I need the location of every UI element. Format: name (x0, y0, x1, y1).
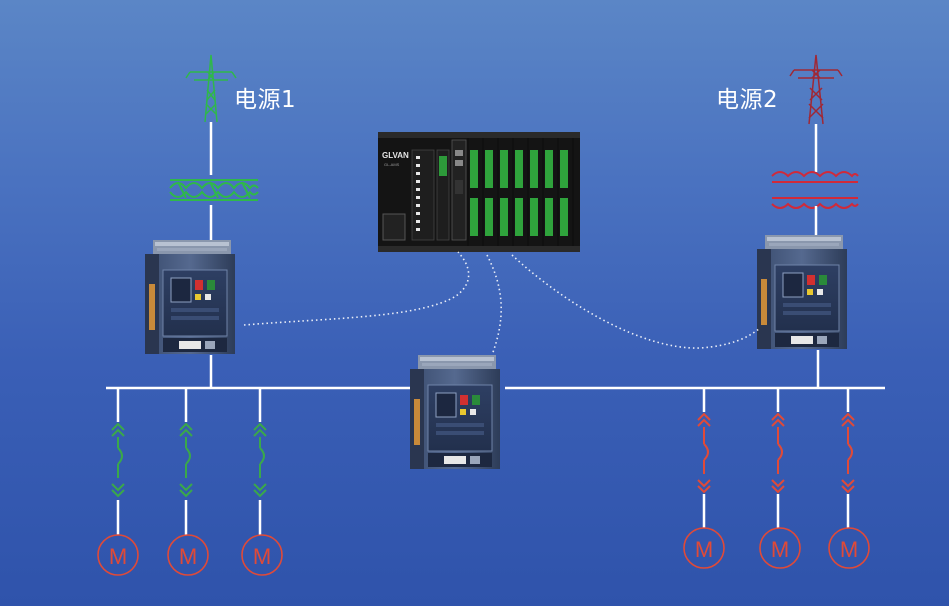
load-feeder-left-1[interactable]: M (97, 388, 139, 576)
source-2-label: 电源2 (716, 87, 779, 113)
motor-3-label: M (253, 544, 271, 569)
load-feeder-left-3[interactable]: M (241, 388, 283, 576)
motor-6-label: M (840, 537, 858, 562)
bus-tie-breaker[interactable] (409, 354, 501, 470)
load-feeder-left-2[interactable]: M (167, 388, 209, 576)
source-1-label: 电源1 (234, 87, 297, 113)
comm-links (243, 251, 761, 356)
breaker-2[interactable] (756, 234, 848, 350)
motor-2-icon (167, 534, 209, 576)
motor-5-icon (759, 527, 801, 569)
motor-4-label: M (695, 537, 713, 562)
controller-model: GL-AMS (384, 162, 400, 167)
motor-1-label: M (109, 544, 127, 569)
controller-unit[interactable]: GLVAN GL-AMS (378, 132, 580, 252)
load-feeder-right-2[interactable]: M (759, 388, 801, 569)
load-feeder-right-3[interactable]: M (828, 388, 870, 569)
motor-6-icon (828, 527, 870, 569)
transformer-1-icon (169, 179, 259, 201)
comm-link-breaker-1 (243, 251, 470, 326)
motor-2-label: M (179, 544, 197, 569)
tower-2-icon (789, 54, 843, 125)
transformer-2-icon (771, 171, 859, 209)
load-feeder-right-1[interactable]: M (683, 388, 725, 569)
comm-link-bus-tie (486, 254, 502, 356)
tower-1-icon (185, 54, 237, 123)
motor-4-icon (683, 527, 725, 569)
motor-5-label: M (771, 537, 789, 562)
comm-link-breaker-2 (511, 254, 761, 349)
controller-brand: GLVAN (382, 151, 409, 160)
motor-1-icon (97, 534, 139, 576)
breaker-1[interactable] (144, 239, 236, 355)
motor-3-icon (241, 534, 283, 576)
